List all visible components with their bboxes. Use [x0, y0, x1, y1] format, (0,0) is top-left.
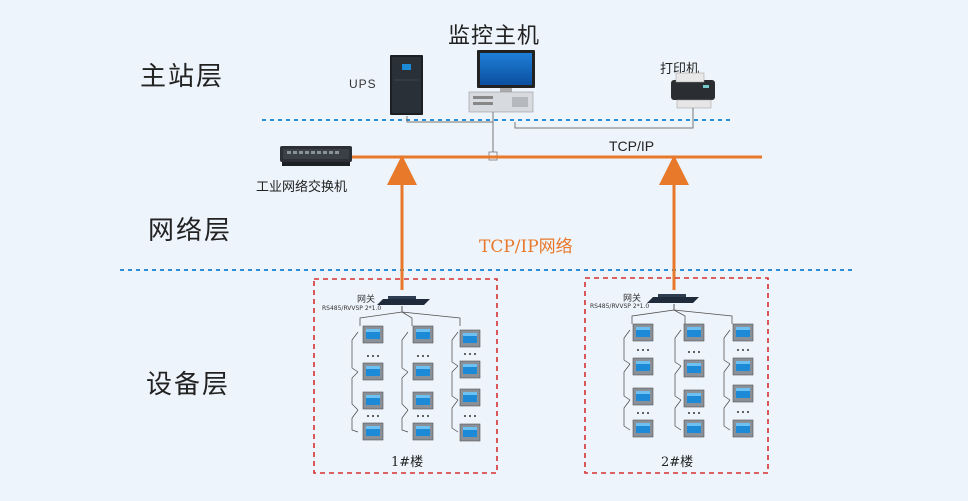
meter	[412, 422, 434, 441]
meter	[412, 325, 434, 344]
meter	[459, 329, 481, 348]
meter	[362, 362, 384, 381]
printer-device	[671, 72, 715, 109]
meter	[732, 323, 754, 342]
meter	[683, 389, 705, 408]
gateway-1	[377, 296, 430, 305]
meter	[632, 357, 654, 376]
building-2-label: 2#楼	[661, 455, 694, 470]
meter	[632, 419, 654, 438]
layer-label-device: 设备层	[146, 370, 231, 400]
meter	[362, 325, 384, 344]
layer-label-master: 主站层	[140, 62, 225, 92]
meter	[362, 422, 384, 441]
meter	[683, 359, 705, 378]
meter	[459, 360, 481, 379]
meter	[459, 423, 481, 442]
bus-1-label: RS485/RVVSP 2*1.0	[322, 305, 382, 312]
switch-device	[280, 146, 352, 166]
switch-label: 工业网络交换机	[256, 180, 348, 195]
meter	[683, 419, 705, 438]
meter	[459, 388, 481, 407]
gateway-1-label: 网关	[357, 295, 376, 305]
ups-label: UPS	[349, 77, 377, 91]
meter	[412, 391, 434, 410]
gateway-2-label: 网关	[623, 294, 642, 304]
layer-label-network: 网络层	[148, 216, 233, 246]
building-1-meters	[351, 325, 481, 442]
meter	[412, 362, 434, 381]
meter	[732, 384, 754, 403]
building-1-label: 1#楼	[391, 455, 424, 470]
bus-2-label: RS485/RVVSP 2*1.0	[590, 303, 650, 310]
tcp-label: TCP/IP	[609, 138, 655, 154]
meter	[362, 391, 384, 410]
meter	[632, 387, 654, 406]
monitor-host-device	[468, 50, 535, 113]
gateway-2	[647, 294, 699, 303]
building-2-meters	[623, 323, 754, 438]
building-1-box	[313, 278, 498, 474]
meter	[732, 419, 754, 438]
network-label: TCP/IP网络	[479, 237, 573, 257]
meter	[632, 323, 654, 342]
monitor-host-title: 监控主机	[448, 24, 541, 49]
building-2-box	[584, 277, 769, 474]
meter	[732, 357, 754, 376]
meter	[683, 323, 705, 342]
ups-device	[390, 55, 423, 115]
